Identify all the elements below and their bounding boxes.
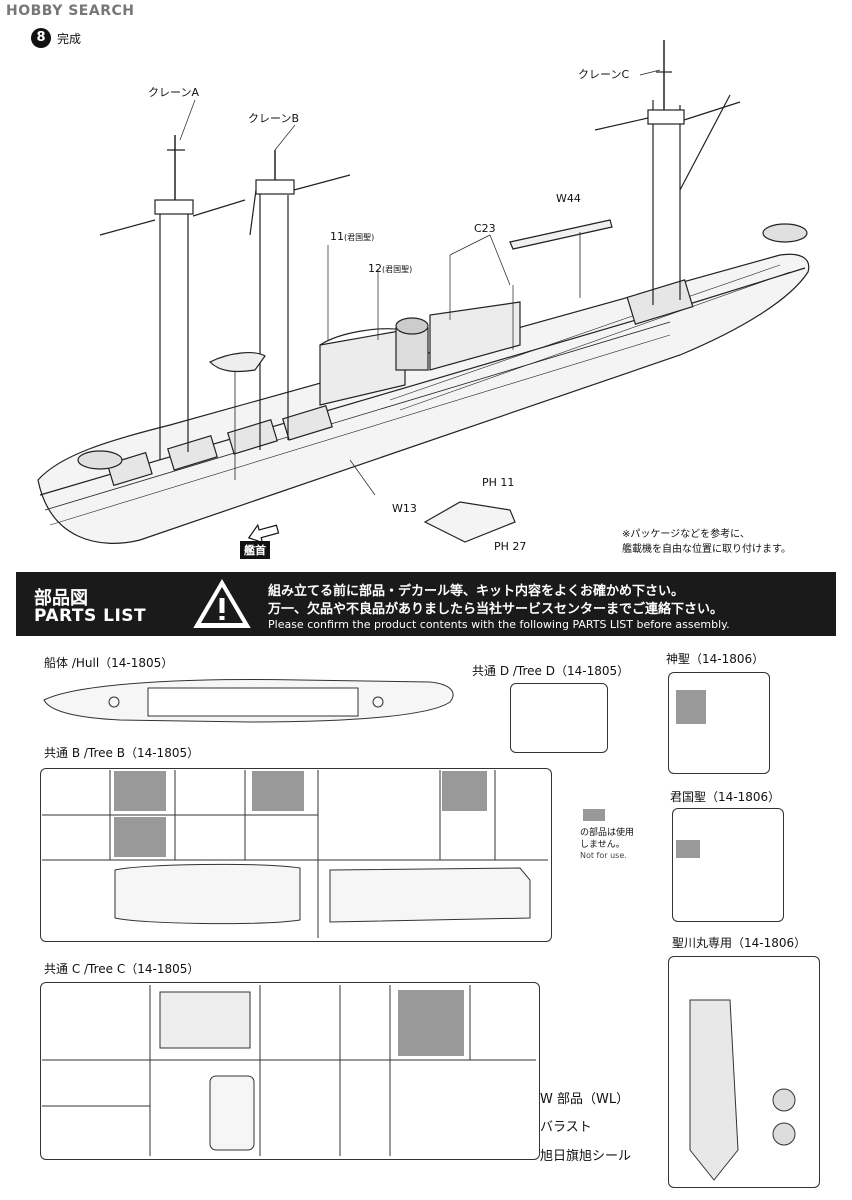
callout-crane-a: クレーンA — [148, 86, 199, 99]
sprue-kimikuni — [672, 808, 784, 922]
callout-w44: W44 — [556, 192, 581, 205]
sprue-tree-c — [40, 982, 540, 1160]
bow-label: 艦首 — [240, 541, 270, 559]
parts-list-banner: 部品図 PARTS LIST 組み立てる前に部品・デカール等、キット内容をよくお… — [16, 572, 836, 636]
section-title-tree-b: 共通 B /Tree B（14-1805） — [44, 746, 200, 760]
callout-crane-c: クレーンC — [578, 68, 630, 81]
section-title-tree-c: 共通 C /Tree C（14-1805） — [44, 962, 200, 976]
callout-part-12-note: (君国聖) — [382, 265, 413, 274]
callout-w13: W13 — [392, 502, 417, 515]
banner-message-en: Please confirm the product contents with… — [268, 618, 730, 631]
placement-note-line2: 艦載機を自由な位置に取り付けます。 — [622, 544, 791, 555]
section-title-seisen: 聖川丸専用（14-1806） — [672, 936, 807, 950]
step-title: 完成 — [57, 32, 82, 46]
callout-part-12-number: 12 — [368, 262, 382, 275]
section-title-kamihijiri: 神聖（14-1806） — [666, 652, 765, 666]
unused-part-legend-line2: しません。 — [580, 840, 625, 850]
callout-part-11-note: (君国聖) — [344, 233, 375, 242]
extra-w-parts: W 部品（WL） — [540, 1092, 630, 1107]
callout-c23: C23 — [474, 222, 496, 235]
placement-note-line1: ※パッケージなどを参考に、 — [622, 529, 750, 540]
callout-ph27: PH 27 — [494, 540, 527, 553]
callout-crane-b: クレーンB — [248, 112, 299, 125]
banner-message-line1: 組み立てる前に部品・デカール等、キット内容をよくお確かめ下さい。 — [268, 584, 685, 599]
sprue-tree-d — [510, 683, 608, 753]
site-logo-text: HOBBY SEARCH — [6, 3, 135, 19]
completed-ship-illustration — [37, 40, 810, 544]
extra-ballast: バラスト — [540, 1120, 592, 1135]
banner-title-en: PARTS LIST — [34, 606, 147, 626]
section-title-kimikuni: 君国聖（14-1806） — [670, 790, 781, 804]
callout-ph11: PH 11 — [482, 476, 515, 489]
unused-part-swatch — [583, 809, 605, 821]
placement-note: ※パッケージなどを参考に、 艦載機を自由な位置に取り付けます。 — [622, 527, 791, 557]
step-number-badge: 8 — [31, 28, 51, 48]
unused-part-legend-line1: の部品は使用 — [580, 828, 635, 838]
section-title-tree-d: 共通 D /Tree D（14-1805） — [472, 664, 630, 678]
banner-message-line2: 万一、欠品や不良品がありましたら当社サービスセンターまでご連絡下さい。 — [268, 602, 724, 617]
unused-part-legend: の部品は使用 しません。 — [580, 827, 634, 851]
callout-part-12: 12(君国聖) — [368, 262, 412, 275]
site-logo: HOBBY SEARCH — [6, 3, 134, 19]
unused-part-legend-en: Not for use. — [580, 851, 627, 860]
extra-flag-seal: 旭日旗旭シール — [540, 1149, 632, 1164]
callout-part-11-number: 11 — [330, 230, 344, 243]
section-title-hull: 船体 /Hull（14-1805） — [44, 656, 174, 670]
warning-icon — [193, 579, 251, 628]
banner-title-jp: 部品図 — [34, 588, 88, 609]
callout-part-11: 11(君国聖) — [330, 230, 374, 243]
